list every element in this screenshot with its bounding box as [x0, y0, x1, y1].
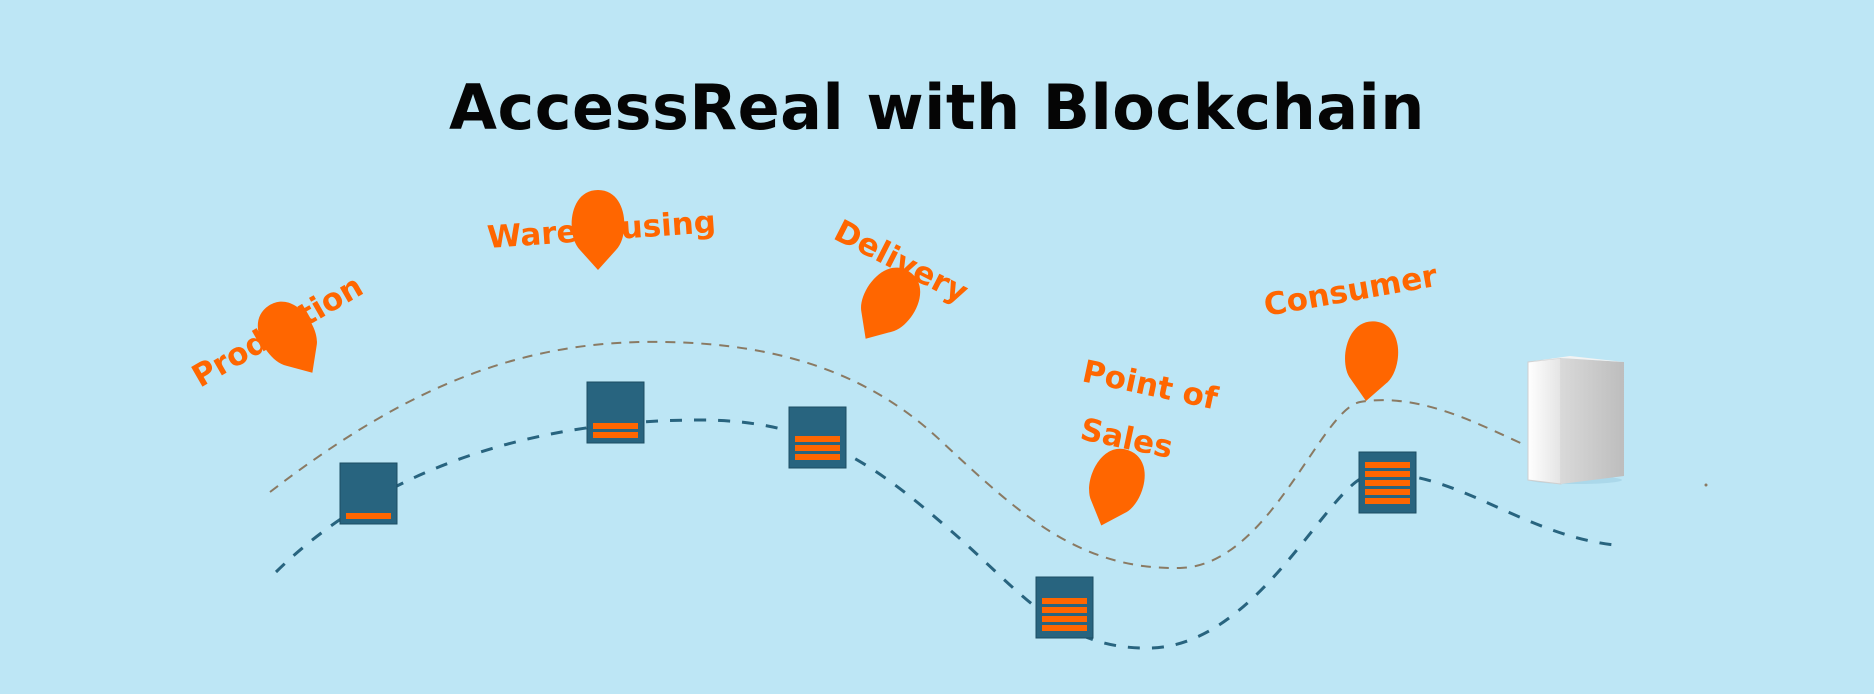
product-box-icon: [1527, 356, 1624, 485]
trailing-dot: [1704, 483, 1708, 487]
map-pin-icon: [1345, 321, 1399, 401]
diagram-title: AccessReal with Blockchain: [449, 71, 1425, 144]
blockchain-block-icon: [339, 462, 398, 525]
svg-text:Point of: Point of: [1079, 354, 1221, 418]
map-pin-icon: [257, 301, 317, 373]
blockchain-block-icon: [586, 381, 645, 444]
stage-label-consumer: Consumer: [1261, 258, 1441, 324]
blockchain-block-icon: [1358, 451, 1417, 514]
stage-label-point-of-sales: Point of Sales: [1077, 354, 1221, 466]
map-pin-icon: [861, 267, 921, 339]
blockchain-block-icon: [1035, 576, 1094, 639]
map-pin-icon: [571, 190, 625, 270]
map-pin-icon: [1089, 448, 1145, 526]
blockchain-block-icon: [788, 406, 847, 469]
product-path: [269, 340, 1526, 570]
blockchain-path: [274, 418, 1616, 650]
